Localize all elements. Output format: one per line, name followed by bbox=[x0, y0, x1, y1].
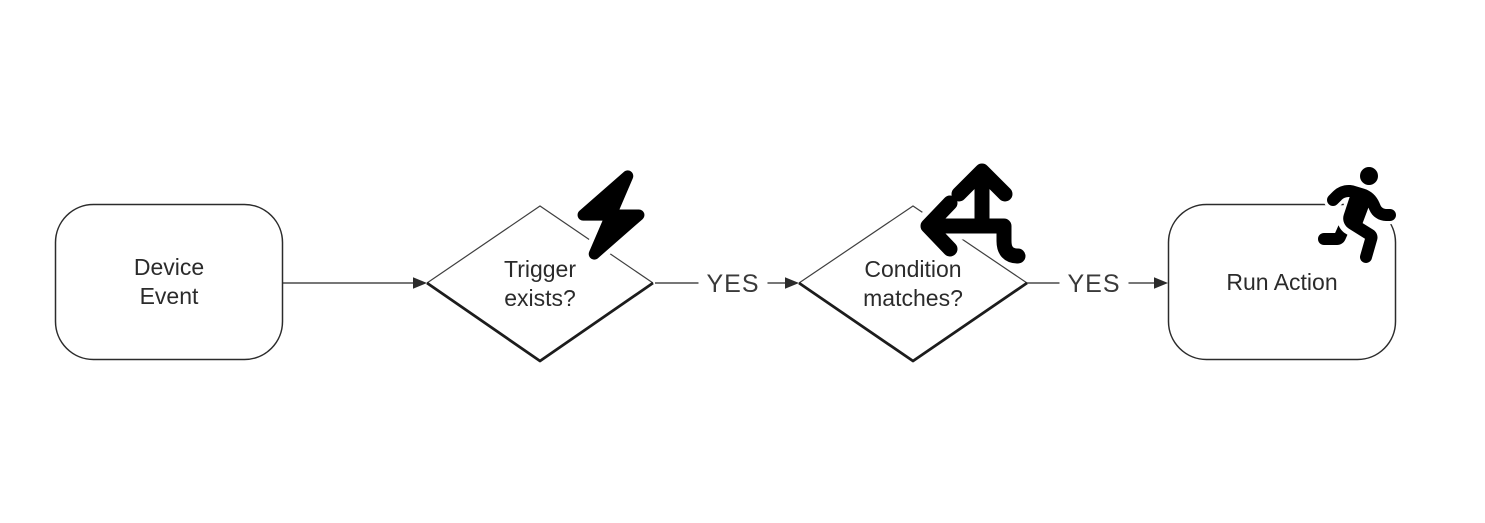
arrowhead-icon bbox=[1154, 277, 1168, 289]
edge-device-event-to-trigger bbox=[283, 277, 427, 289]
arrows-split-up-and-left-icon bbox=[914, 157, 1032, 270]
edge-label-yes-2: YES bbox=[1059, 270, 1129, 298]
arrowhead-icon bbox=[785, 277, 799, 289]
edge-label-yes-1: YES bbox=[698, 270, 768, 298]
bolt-icon bbox=[572, 165, 650, 265]
node-device-event-shape bbox=[54, 203, 284, 361]
arrowhead-icon bbox=[413, 277, 427, 289]
node-condition-matches-shape bbox=[798, 205, 1028, 363]
person-running-icon bbox=[1314, 163, 1400, 267]
